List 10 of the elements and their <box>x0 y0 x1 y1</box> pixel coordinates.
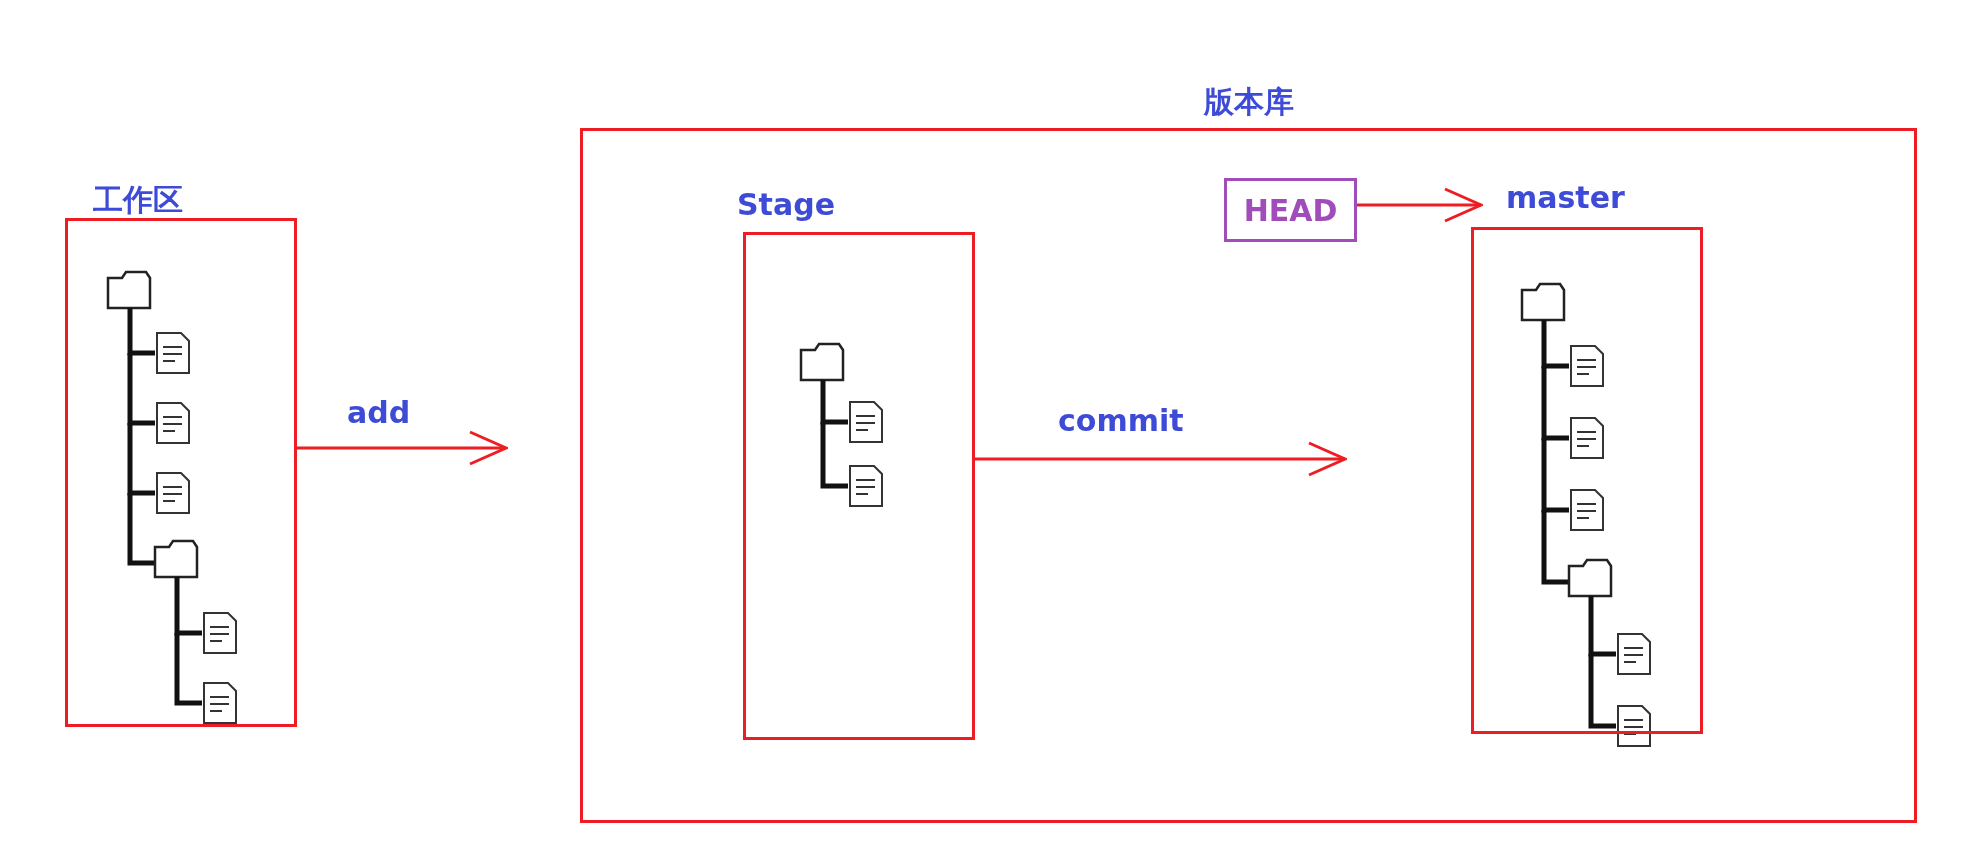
arrow <box>1357 187 1483 223</box>
area-heading: 版本库 <box>1202 85 1295 119</box>
arrow <box>297 430 508 466</box>
label-box: HEAD <box>1224 178 1357 242</box>
area-heading: 工作区 <box>92 183 184 217</box>
area-heading: master <box>1505 181 1626 215</box>
edge-label: add <box>347 396 411 430</box>
area-heading: Stage <box>737 188 836 222</box>
arrow <box>975 441 1347 477</box>
edge-label: commit <box>1058 404 1184 438</box>
